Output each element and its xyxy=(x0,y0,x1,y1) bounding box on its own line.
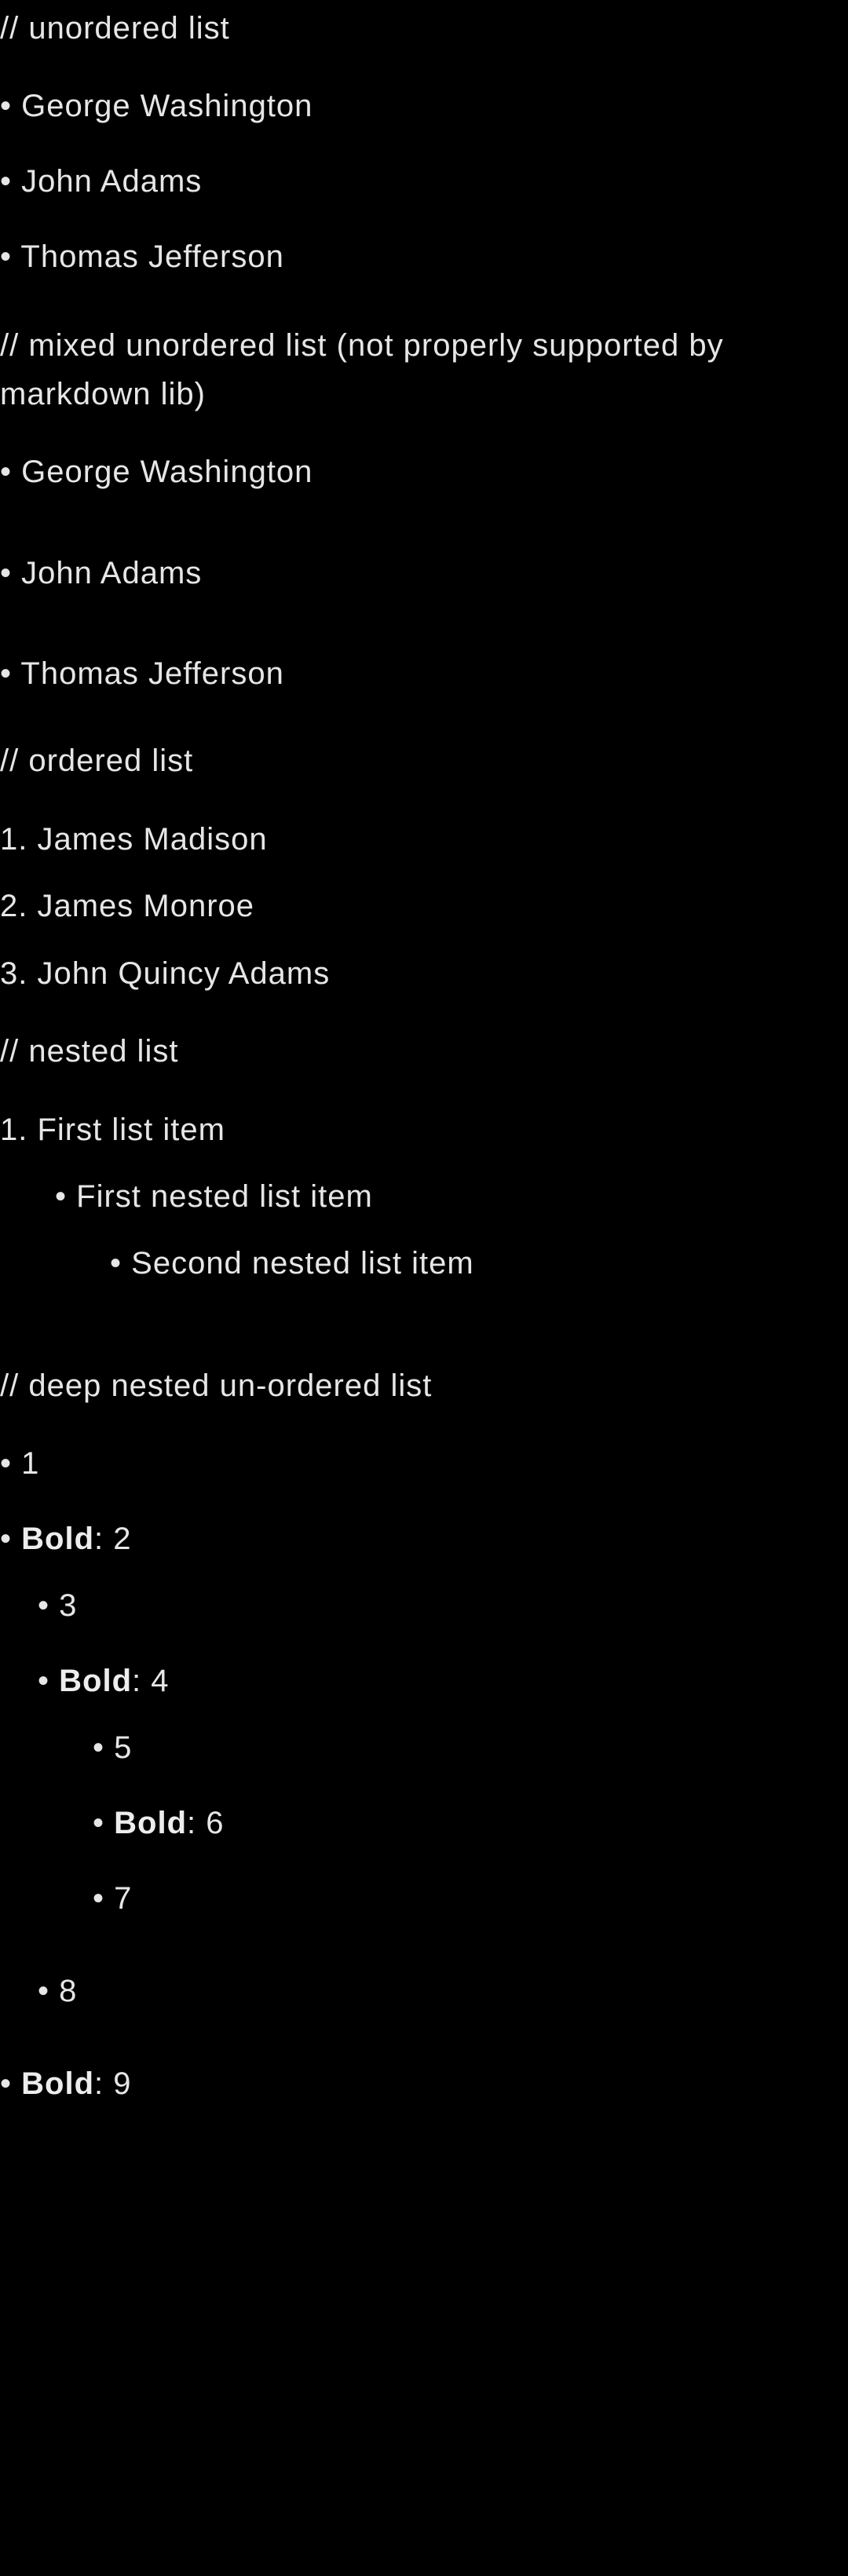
nested-list-item: • First nested list item xyxy=(55,1172,373,1221)
bullet-icon: • xyxy=(0,89,13,123)
list-item: • Bold: 6 xyxy=(93,1799,225,1847)
bullet-icon: • xyxy=(93,1806,105,1840)
list-item: • 1 xyxy=(0,1439,39,1488)
list-item: • George Washington xyxy=(0,82,313,130)
unordered-list-comment: // unordered list xyxy=(0,11,230,46)
bullet-icon: • xyxy=(38,1588,50,1623)
list-item: • Bold: 2 xyxy=(0,1515,132,1563)
bullet-icon: • xyxy=(0,656,13,691)
bullet-icon: • xyxy=(0,455,13,489)
bullet-icon: • xyxy=(0,1446,13,1481)
list-item: • Thomas Jefferson xyxy=(0,649,284,698)
mixed-list-comment: // mixed unordered list (not properly su… xyxy=(0,328,724,411)
list-item: • Thomas Jefferson xyxy=(0,232,284,281)
list-item: • Bold: 4 xyxy=(38,1657,170,1705)
list-item: • John Adams xyxy=(0,549,202,597)
list-item: • 7 xyxy=(93,1874,132,1923)
list-item: 2. James Monroe xyxy=(0,889,255,923)
list-item: • John Adams xyxy=(0,157,202,206)
list-item: • 8 xyxy=(38,1967,77,2015)
bullet-icon: • xyxy=(0,239,13,274)
list-item: 3. John Quincy Adams xyxy=(0,956,331,991)
list-item: • 3 xyxy=(38,1581,77,1630)
list-item: 1. James Madison xyxy=(0,822,268,857)
bullet-icon: • xyxy=(93,1730,105,1765)
bullet-icon: • xyxy=(93,1881,105,1916)
nested-list-item: • Second nested list item xyxy=(110,1239,474,1288)
list-item: 1. First list item xyxy=(0,1113,225,1147)
bullet-icon: • xyxy=(0,1522,13,1556)
list-item: • 5 xyxy=(93,1723,132,1772)
bullet-icon: • xyxy=(0,556,13,590)
bullet-icon: • xyxy=(110,1246,122,1281)
list-item: • George Washington xyxy=(0,448,313,496)
bullet-icon: • xyxy=(38,1974,50,2008)
ordered-list-comment: // ordered list xyxy=(0,744,194,778)
nested-list-comment: // nested list xyxy=(0,1034,179,1069)
bullet-icon: • xyxy=(38,1664,50,1698)
deep-list-comment: // deep nested un-ordered list xyxy=(0,1368,433,1403)
list-item: • Bold: 9 xyxy=(0,2059,132,2108)
bullet-icon: • xyxy=(0,164,13,199)
bullet-icon: • xyxy=(55,1179,68,1214)
bullet-icon: • xyxy=(0,2066,13,2101)
